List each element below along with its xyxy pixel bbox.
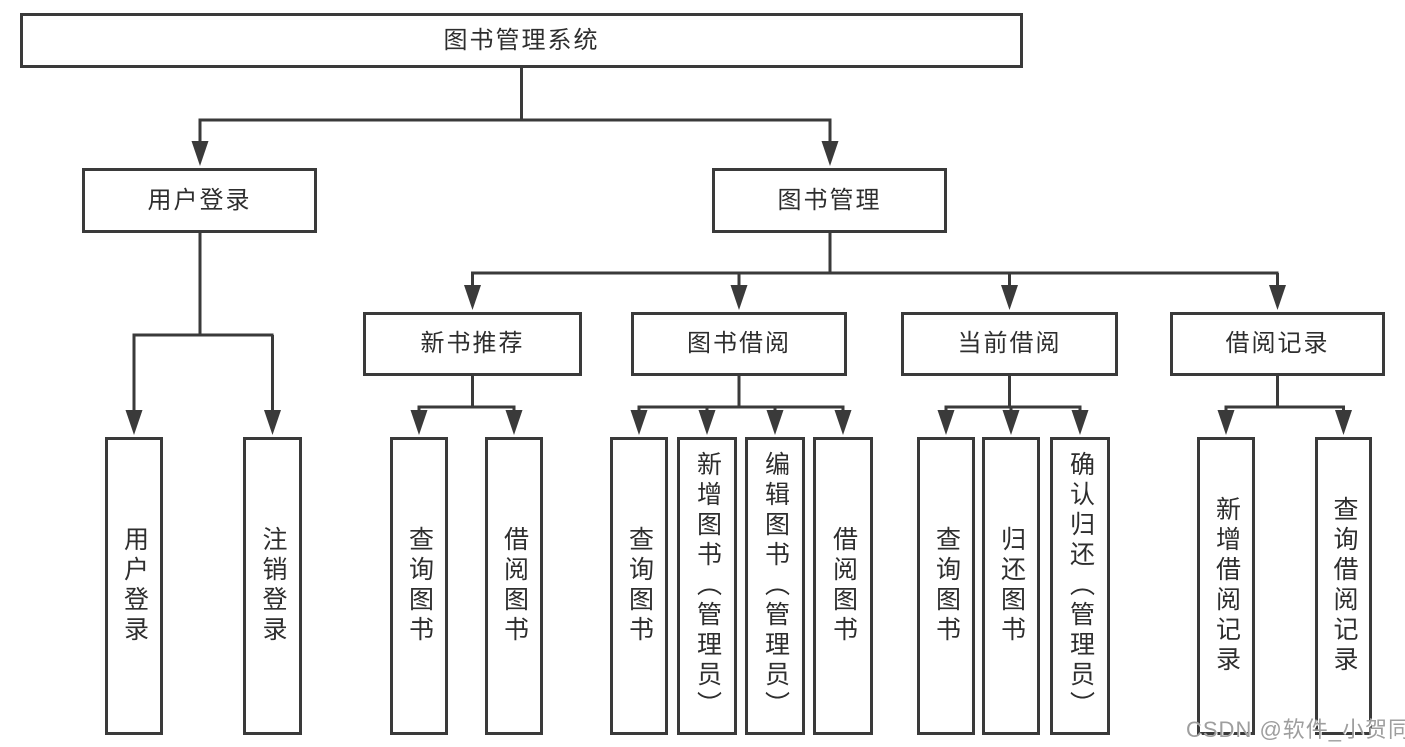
node-book-mgmt: 图书管理: [712, 168, 947, 233]
leaf-add-book-admin-label: 新增图书（管理员）: [693, 451, 722, 721]
leaf-edit-book-admin: 编辑图书（管理员）: [745, 437, 805, 735]
node-current-borrow-label: 当前借阅: [957, 330, 1062, 357]
leaf-query-book-current-label: 查询图书: [932, 526, 961, 646]
leaf-query-book-rec-label: 查询图书: [405, 526, 434, 646]
leaf-user-login-label: 用户登录: [120, 526, 149, 646]
node-book-borrow-label: 图书借阅: [687, 330, 791, 357]
node-book-mgmt-label: 图书管理: [777, 186, 882, 214]
leaf-query-borrow-record: 查询借阅记录: [1315, 437, 1372, 735]
connector-lines: [132, 68, 1345, 411]
leaf-user-login: 用户登录: [105, 437, 163, 735]
leaf-query-book-borrow: 查询图书: [610, 437, 668, 735]
leaf-borrow-book-rec: 借阅图书: [485, 437, 543, 735]
leaf-borrow-book-borrow-label: 借阅图书: [829, 526, 858, 646]
leaf-logout: 注销登录: [243, 437, 302, 735]
leaf-edit-book-admin-label: 编辑图书（管理员）: [761, 451, 790, 721]
leaf-add-borrow-record: 新增借阅记录: [1197, 437, 1255, 735]
leaf-confirm-return-admin-label: 确认归还（管理员）: [1066, 451, 1095, 721]
node-book-borrow: 图书借阅: [631, 312, 847, 376]
leaf-return-book: 归还图书: [982, 437, 1040, 735]
csdn-watermark: CSDN @软件_小贺同学: [1186, 717, 1405, 742]
leaf-query-book-borrow-label: 查询图书: [625, 526, 654, 646]
leaf-query-borrow-record-label: 查询借阅记录: [1330, 496, 1358, 676]
node-borrow-records-label: 借阅记录: [1225, 330, 1330, 357]
node-user-login: 用户登录: [82, 168, 317, 233]
node-current-borrow: 当前借阅: [901, 312, 1118, 376]
leaf-add-borrow-record-label: 新增借阅记录: [1212, 496, 1241, 676]
node-user-login-label: 用户登录: [147, 186, 252, 214]
node-new-book-rec: 新书推荐: [363, 312, 582, 376]
leaf-query-book-current: 查询图书: [917, 437, 975, 735]
leaf-logout-label: 注销登录: [259, 526, 287, 646]
leaf-borrow-book-borrow: 借阅图书: [813, 437, 873, 735]
node-borrow-records: 借阅记录: [1170, 312, 1385, 376]
leaf-borrow-book-rec-label: 借阅图书: [500, 526, 529, 646]
node-root-label: 图书管理系统: [443, 26, 600, 54]
leaf-return-book-label: 归还图书: [997, 526, 1026, 646]
leaf-add-book-admin: 新增图书（管理员）: [677, 437, 737, 735]
leaf-query-book-rec: 查询图书: [390, 437, 448, 735]
node-root: 图书管理系统: [20, 13, 1023, 68]
node-new-book-rec-label: 新书推荐: [420, 330, 525, 357]
leaf-confirm-return-admin: 确认归还（管理员）: [1050, 437, 1110, 735]
connector-arrowheads: [125, 141, 1352, 435]
